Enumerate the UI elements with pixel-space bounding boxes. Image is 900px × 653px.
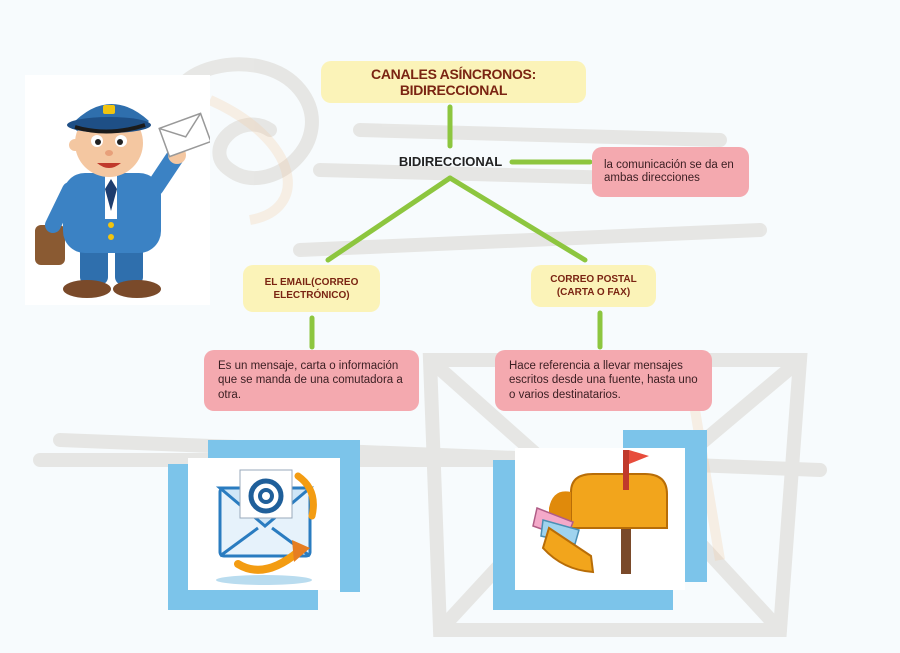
postal-box: CORREO POSTAL (CARTA O FAX) [531,265,656,307]
email-description-text: Es un mensaje, carta o información que s… [218,359,403,401]
bidireccional-note-text: la comunicación se da en ambas direccion… [604,158,734,184]
postal-description-box: Hace referencia a llevar mensajes escrit… [495,350,712,411]
title-text: CANALES ASÍNCRONOS: BIDIRECCIONAL [371,66,536,98]
email-description-box: Es un mensaje, carta o información que s… [204,350,419,411]
mailbox-icon [532,450,668,574]
mailbox-image-frame [493,430,707,610]
title-box: CANALES ASÍNCRONOS: BIDIRECCIONAL [321,61,586,103]
postal-label-line1: CORREO POSTAL [550,274,637,285]
bidireccional-label: BIDIRECCIONAL [398,154,503,169]
email-image-frame [168,440,360,610]
email-box: EL EMAIL(CORREO ELECTRÓNICO) [243,265,380,312]
postman-illustration [25,75,212,305]
postal-description-text: Hace referencia a llevar mensajes escrit… [509,359,698,401]
email-label-line1: EL EMAIL(CORREO [264,276,359,288]
postal-label-line2: (CARTA O FAX) [556,287,631,298]
email-envelope-icon [215,469,317,585]
postman-icon [35,103,212,298]
bidireccional-note-box: la comunicación se da en ambas direccion… [592,147,749,197]
email-label-line2: ELECTRÓNICO) [273,289,350,301]
